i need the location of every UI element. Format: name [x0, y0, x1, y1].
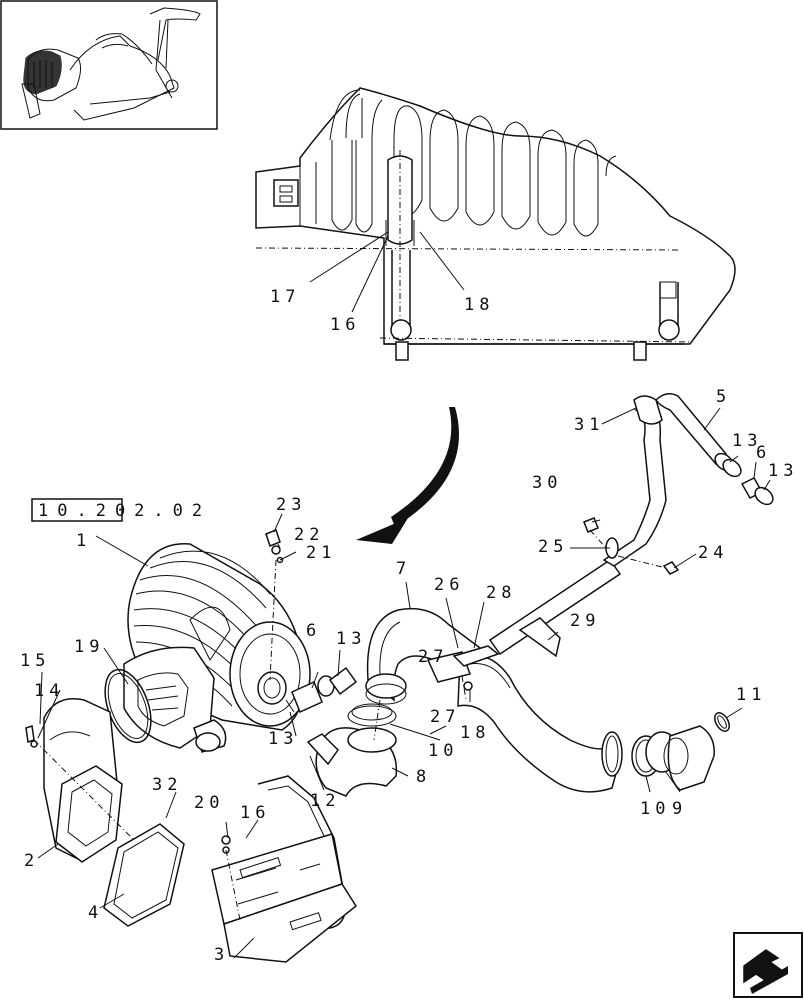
overview-thumbnail: [0, 0, 218, 130]
callout-24: 24: [698, 543, 728, 563]
callout-16-bracket: 16: [240, 803, 270, 823]
gasket-4: [103, 823, 185, 927]
callout-13-tube-upper: 13: [732, 431, 762, 451]
direction-arrow: [356, 407, 459, 544]
callout-11: 11: [736, 685, 766, 705]
callout-28: 28: [486, 583, 516, 603]
callout-6-upper: 6: [756, 443, 771, 463]
callout-13-tube-lower: 13: [768, 461, 798, 481]
callout-18-tank: 18: [464, 295, 494, 315]
callout-16-tank: 16: [330, 315, 360, 335]
callout-27-upper: 27: [418, 647, 448, 667]
mounting-bracket-3: [211, 775, 357, 963]
callout-21: 21: [306, 543, 336, 563]
callout-12: 12: [310, 791, 340, 811]
callout-10-right: 10: [640, 799, 670, 819]
callout-4: 4: [88, 903, 103, 923]
callout-9: 9: [672, 799, 687, 819]
callout-25: 25: [538, 537, 568, 557]
callout-14: 14: [34, 681, 64, 701]
callout-13-hose: 13: [336, 629, 366, 649]
callout-7: 7: [396, 559, 411, 579]
callout-32: 32: [152, 775, 182, 795]
section-reference-label: 10.202.02: [38, 501, 211, 521]
section-reference[interactable]: 10.202.02: [31, 498, 211, 522]
callout-5: 5: [716, 387, 731, 407]
callout-20: 20: [194, 793, 224, 813]
callout-19: 19: [74, 637, 104, 657]
pre-cleaner-hood-2: [43, 698, 123, 863]
callout-2: 2: [24, 851, 39, 871]
callout-1: 1: [76, 531, 91, 551]
air-cleaner: [123, 543, 311, 753]
callout-15: 15: [20, 651, 50, 671]
next-page-icon[interactable]: [733, 932, 803, 998]
callout-labels: 1 2 3 4 5 6 6 7 8 9 10 10 11 12 13 13 13…: [20, 287, 798, 965]
callout-17: 17: [270, 287, 300, 307]
callout-26: 26: [434, 575, 464, 595]
hoses-and-pipes: [25, 393, 774, 921]
leader-lines: [37, 231, 771, 959]
callout-8: 8: [416, 767, 431, 787]
callout-10-center: 10: [428, 741, 458, 761]
callout-3: 3: [214, 945, 229, 965]
callout-30: 30: [532, 473, 562, 493]
callout-27-lower: 27: [430, 707, 460, 727]
tank-assembly: [255, 87, 736, 361]
callout-31: 31: [574, 415, 604, 435]
callout-22: 22: [294, 525, 324, 545]
callout-13-cleaner: 13: [268, 729, 298, 749]
callout-18-hose: 18: [460, 723, 490, 743]
callout-23: 23: [276, 495, 306, 515]
callout-29: 29: [570, 611, 600, 631]
callout-6-lower: 6: [306, 621, 321, 641]
